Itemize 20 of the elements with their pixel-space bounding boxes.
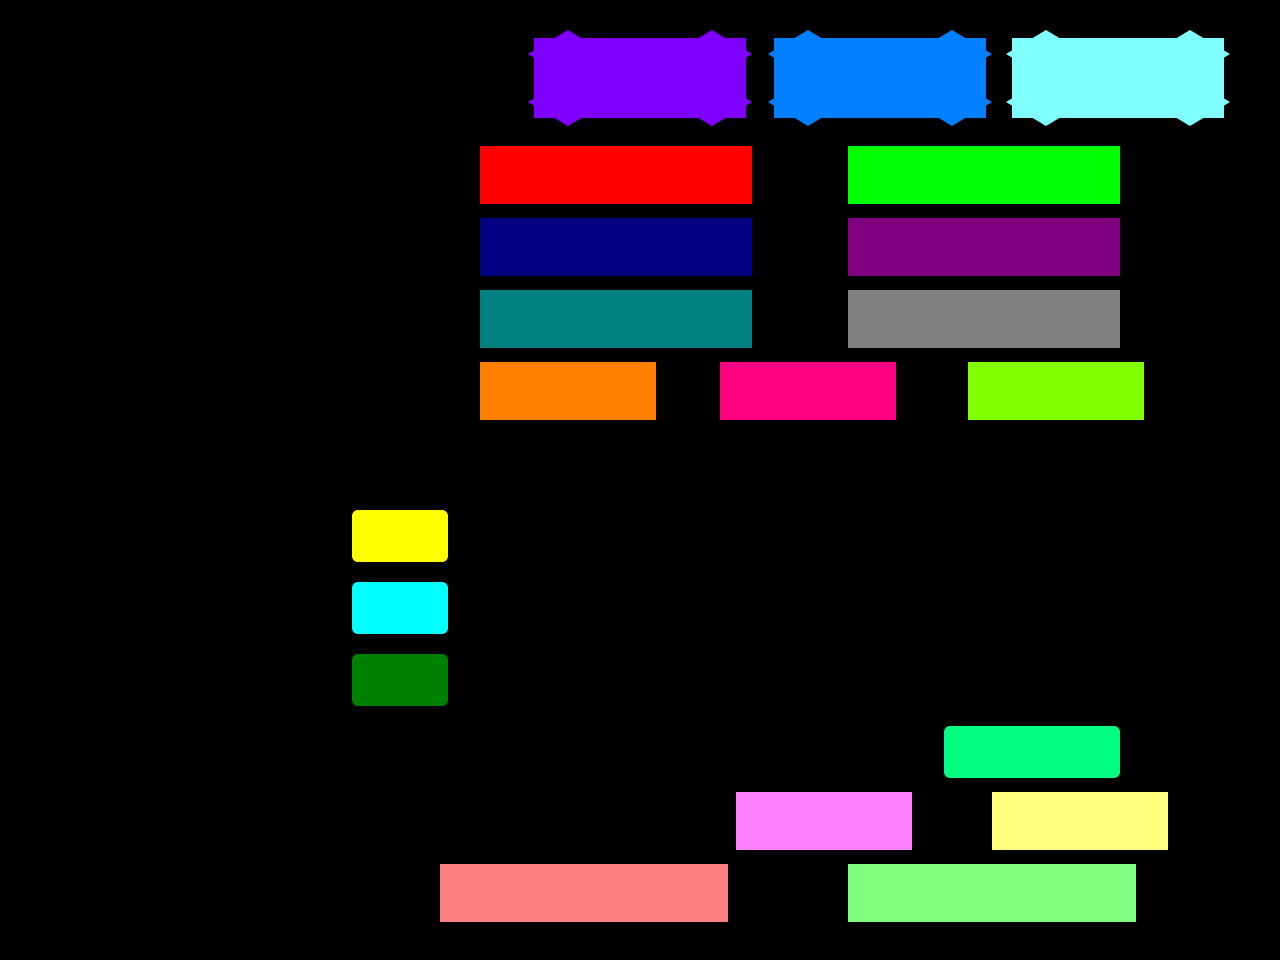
box xyxy=(440,864,728,922)
box xyxy=(848,864,1136,922)
cloud-shape xyxy=(528,30,752,126)
cloud-shape xyxy=(768,30,992,126)
cloud-shape xyxy=(1006,30,1230,126)
rounded-box xyxy=(352,582,448,634)
box xyxy=(736,792,912,850)
box xyxy=(480,290,752,348)
box xyxy=(848,146,1120,204)
box xyxy=(480,218,752,276)
box xyxy=(968,362,1144,420)
box xyxy=(480,362,656,420)
box xyxy=(720,362,896,420)
rounded-box xyxy=(944,726,1120,778)
box xyxy=(848,290,1120,348)
box xyxy=(992,792,1168,850)
rounded-box xyxy=(352,654,448,706)
box xyxy=(848,218,1120,276)
rounded-box xyxy=(352,510,448,562)
box xyxy=(480,146,752,204)
